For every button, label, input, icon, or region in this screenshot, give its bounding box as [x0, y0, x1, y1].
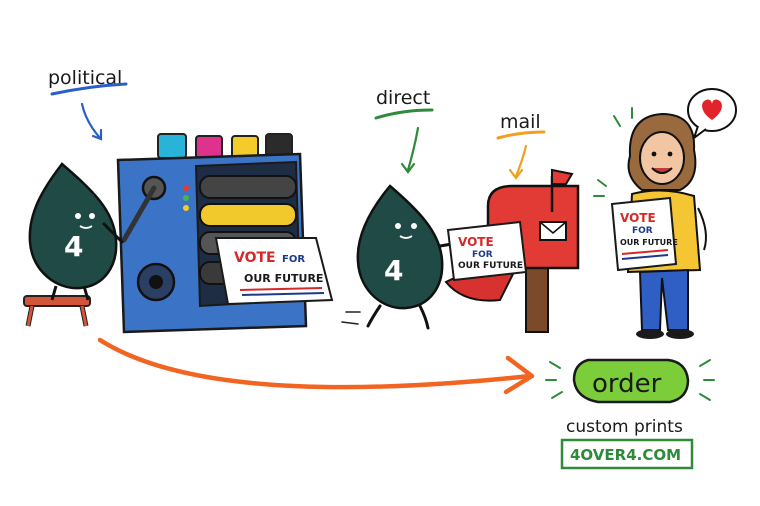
- flyer-held-by-person: VOTE FOR OUR FUTURE: [610, 196, 678, 272]
- mascot-2-number: 4: [384, 254, 403, 287]
- speech-bubble: [687, 88, 737, 139]
- flyer-3-vote: VOTE: [620, 211, 656, 225]
- sparkle-marks: [593, 107, 633, 197]
- flyer-1-our-future: OUR FUTURE: [244, 272, 323, 285]
- flyer-into-mailbox: VOTE FOR OUR FUTURE: [446, 220, 528, 282]
- cyan-ink-can: [157, 133, 187, 159]
- political-pointer-arrow: [80, 102, 102, 140]
- order-button-label: order: [592, 369, 662, 399]
- custom-prints-label: custom prints: [566, 417, 683, 437]
- person-jeans: [638, 268, 689, 331]
- political-pointer-arrowhead: [91, 128, 103, 141]
- flyer-1-for: FOR: [282, 254, 305, 265]
- mailbox-post: [525, 261, 549, 333]
- political-underline: [50, 82, 128, 96]
- heart-icon: [702, 99, 722, 120]
- site-link[interactable]: 4OVER4.COM: [560, 438, 694, 470]
- direct-label: direct: [376, 87, 430, 109]
- indicator-light-yellow: [183, 205, 189, 211]
- direct-underline: [374, 108, 434, 120]
- roller-1: [199, 175, 297, 199]
- flyer-3-for: FOR: [632, 226, 653, 236]
- indicator-light-red: [183, 185, 189, 191]
- mail-underline: [496, 130, 546, 140]
- political-label: political: [48, 67, 122, 89]
- flyer-1-vote: VOTE: [234, 250, 276, 266]
- flyer-3-our-future: OUR FUTURE: [620, 238, 678, 247]
- crank-handle: [121, 185, 157, 243]
- stool: [23, 295, 91, 327]
- mail-label-group: mail: [496, 111, 546, 180]
- flyer-2-our-future: OUR FUTURE: [458, 261, 523, 271]
- mailbox-flag: [551, 168, 574, 185]
- flyer-from-press: VOTE FOR OUR FUTURE: [214, 237, 334, 306]
- flyer-2-vote: VOTE: [458, 235, 494, 249]
- direct-pointer-arrow: [406, 126, 420, 172]
- flyer-2-for: FOR: [472, 250, 493, 260]
- arrow-head-icon: [503, 355, 535, 395]
- direct-label-group: direct: [374, 87, 434, 174]
- person-face: [639, 131, 685, 185]
- ink-drop-mascot-2: 4: [341, 184, 454, 330]
- mascot-1-number: 4: [64, 230, 83, 263]
- site-link-label: 4OVER4.COM: [570, 446, 681, 464]
- magenta-ink-can: [195, 135, 223, 159]
- mail-label: mail: [500, 111, 541, 133]
- political-label-group: political: [48, 67, 128, 141]
- order-button[interactable]: order: [572, 358, 690, 404]
- order-sparkles: [545, 359, 715, 401]
- mail-pointer-arrow: [514, 144, 528, 178]
- ink-drop-mascot-1: 4: [28, 162, 124, 301]
- process-arrow: [97, 337, 535, 395]
- indicator-light-green: [183, 195, 189, 201]
- roller-yellow: [199, 203, 297, 227]
